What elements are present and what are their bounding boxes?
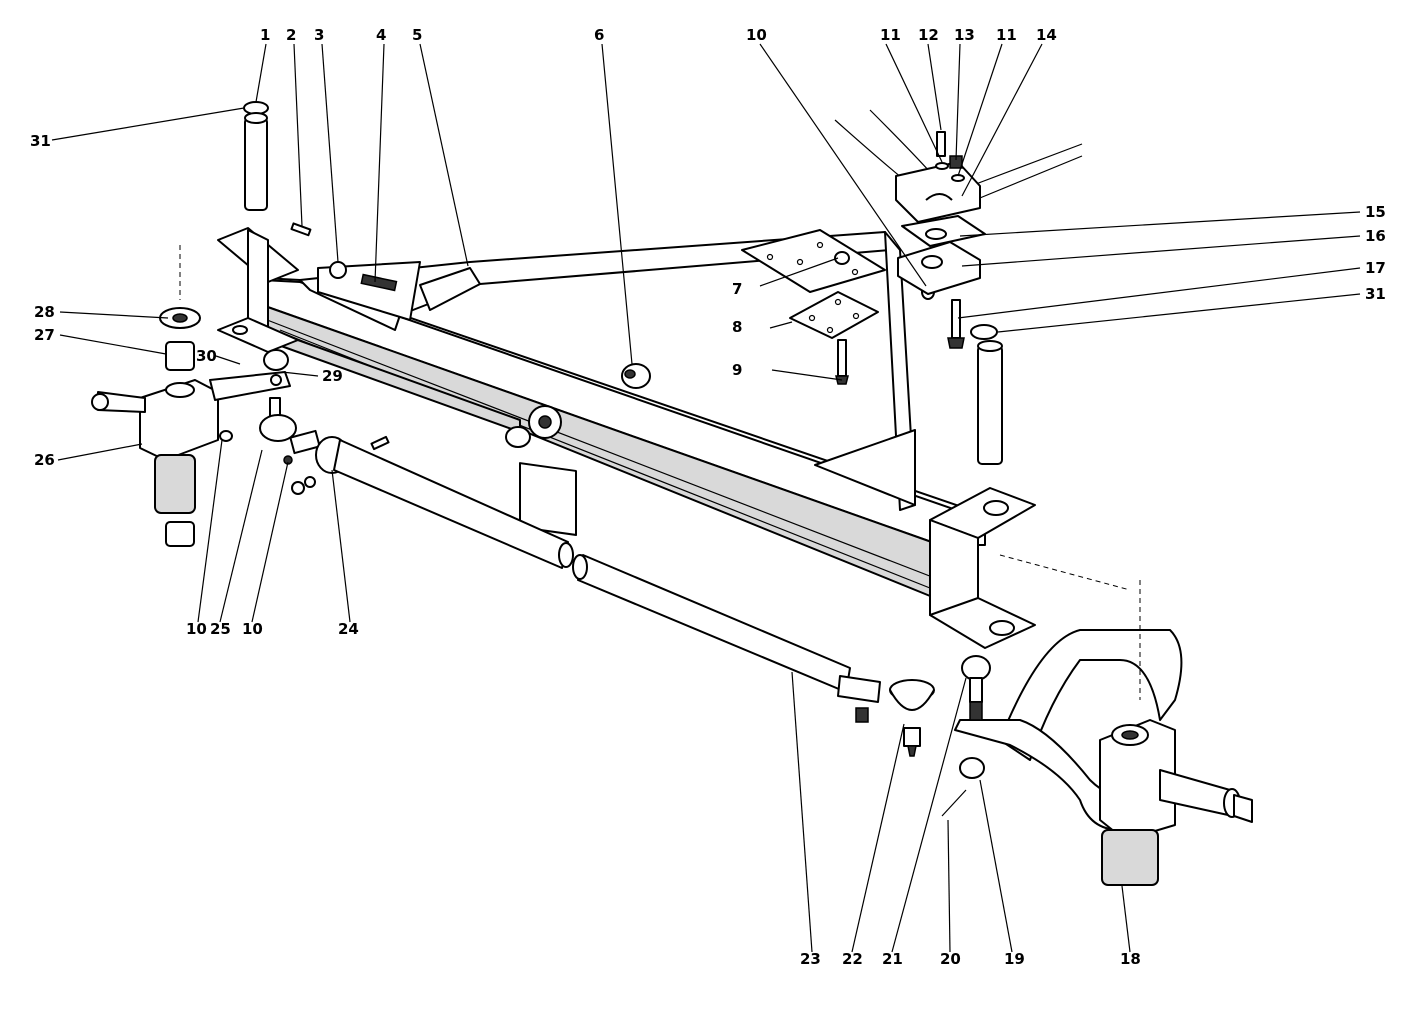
callout-22: 22 (842, 950, 863, 968)
axle-beam (261, 277, 1001, 601)
right-tie-rod-end (889, 679, 935, 757)
callout-labels: 1 2 3 4 5 6 7 8 9 10 11 12 13 11 14 15 1… (30, 26, 1386, 968)
callout-1: 1 (260, 26, 270, 44)
callout-4: 4 (376, 26, 386, 44)
callout-10-top: 10 (746, 26, 767, 44)
callout-20: 20 (940, 950, 961, 968)
callout-24: 24 (338, 620, 359, 638)
callout-30: 30 (196, 347, 217, 365)
right-bracket (929, 487, 1131, 649)
left-tie-rod-end (259, 349, 321, 495)
callout-7: 7 (732, 280, 742, 298)
callout-27: 27 (34, 326, 55, 344)
clamp-block (834, 109, 1083, 295)
callout-11-left: 11 (880, 26, 901, 44)
callout-28: 28 (34, 303, 55, 321)
bush (621, 363, 651, 389)
callout-2: 2 (286, 26, 296, 44)
ball-stud (941, 655, 991, 817)
left-bracket (179, 227, 299, 353)
leader-lines (51, 43, 1361, 953)
right-stub-axle (954, 580, 1253, 886)
callout-10-left: 10 (186, 620, 207, 638)
callout-12: 12 (918, 26, 939, 44)
callout-31-left: 31 (30, 132, 51, 150)
callout-16: 16 (1365, 227, 1386, 245)
callout-23: 23 (800, 950, 821, 968)
callout-6: 6 (594, 26, 604, 44)
callout-18: 18 (1120, 950, 1141, 968)
callout-11-right: 11 (996, 26, 1017, 44)
callout-29: 29 (322, 367, 343, 385)
callout-14: 14 (1036, 26, 1057, 44)
callout-31-right: 31 (1365, 285, 1386, 303)
callout-3: 3 (314, 26, 324, 44)
callout-13: 13 (954, 26, 975, 44)
callout-5: 5 (412, 26, 422, 44)
callout-15: 15 (1365, 203, 1386, 221)
tie-rod (315, 435, 881, 723)
callout-25: 25 (210, 620, 231, 638)
callout-8: 8 (732, 318, 742, 336)
a-frame (299, 229, 916, 511)
callout-9: 9 (732, 361, 742, 379)
callout-21: 21 (882, 950, 903, 968)
callout-26: 26 (34, 451, 55, 469)
king-pin-right (947, 299, 1003, 465)
king-pin-left (243, 101, 312, 237)
callout-17: 17 (1365, 259, 1386, 277)
callout-10-mid: 10 (242, 620, 263, 638)
callout-19: 19 (1004, 950, 1025, 968)
